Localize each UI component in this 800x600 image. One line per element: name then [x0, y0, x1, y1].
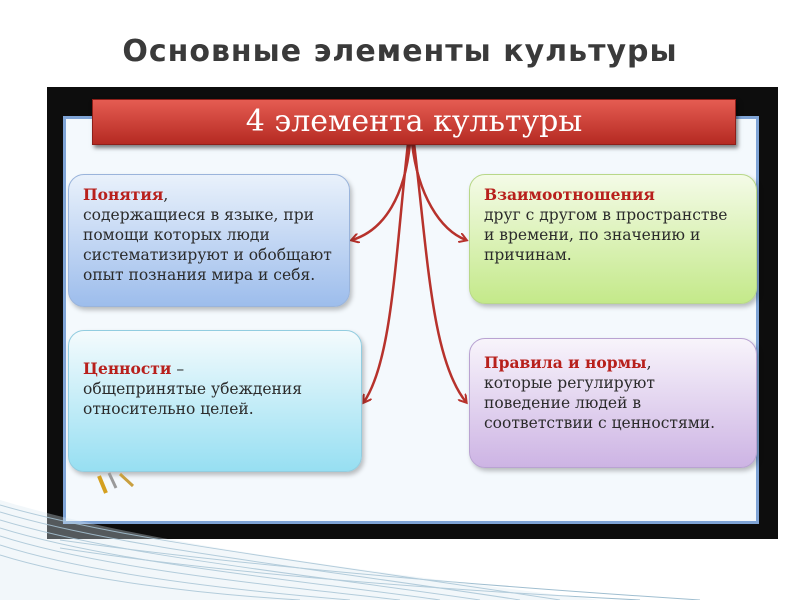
rules-comma: , — [646, 354, 652, 372]
concepts-text: содержащиеся в языке, при помощи которых… — [83, 206, 332, 284]
arrow-to-concepts — [352, 142, 412, 240]
banner: 4 элемента культуры — [92, 99, 736, 145]
arrow-to-rules — [412, 142, 466, 402]
arrow-to-relations — [410, 142, 466, 240]
values-heading: Ценности — [83, 359, 172, 378]
pencils-icon — [97, 472, 135, 494]
relations-box: Взаимоотношения друг с другом в простран… — [469, 174, 757, 304]
banner-title: 4 элемента культуры — [245, 104, 583, 139]
values-text: общепринятые убеждения относительно целе… — [83, 380, 302, 418]
concepts-heading: Понятия — [83, 185, 164, 204]
values-box: Ценности – общепринятые убеждения относи… — [68, 330, 362, 472]
relations-heading: Взаимоотношения — [484, 185, 655, 204]
rules-heading: Правила и нормы — [484, 353, 647, 372]
slide-title: Основные элементы культуры — [122, 34, 678, 69]
values-dash: – — [171, 360, 185, 378]
rules-box: Правила и нормы, которые регулируют пове… — [469, 338, 757, 468]
rules-text: которые регулируют поведение людей в соо… — [484, 374, 716, 432]
relations-text: друг с другом в пространстве и времени, … — [484, 206, 728, 264]
concepts-comma: , — [163, 186, 169, 204]
concepts-box: Понятия, содержащиеся в языке, при помощ… — [68, 174, 350, 307]
arrow-to-values — [364, 142, 410, 402]
